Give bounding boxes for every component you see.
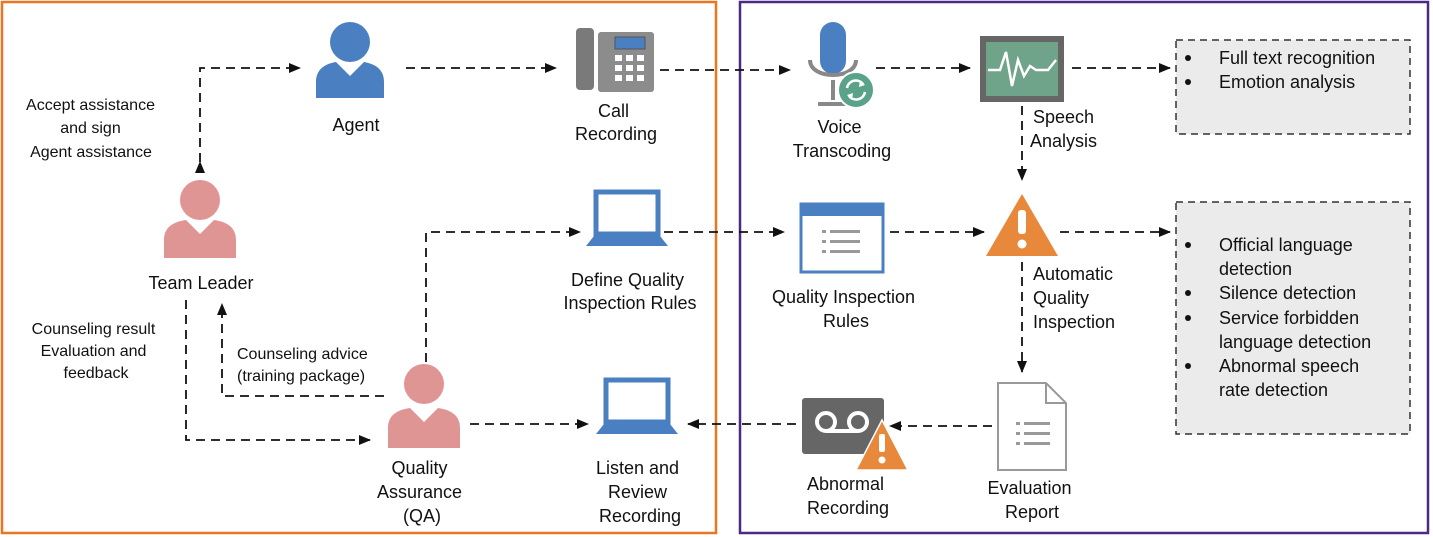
laptop-review-icon xyxy=(596,377,678,434)
detections-list: Official language detection Silence dete… xyxy=(1185,235,1371,400)
list-item: Abnormal speech rate detection xyxy=(1219,356,1364,400)
detections-box xyxy=(1175,201,1411,435)
evaluation-report-label: Evaluation Report xyxy=(987,478,1076,522)
team-leader-label: Team Leader xyxy=(148,273,253,293)
define-rules-label: Define Quality Inspection Rules xyxy=(563,270,696,313)
counseling-result-edge-label: Counseling result Evaluation and feedbac… xyxy=(32,318,161,382)
contact-center-frame xyxy=(0,0,718,535)
edge-qa-leader xyxy=(217,303,384,397)
list-item: Full text recognition xyxy=(1219,48,1375,68)
desk-phone-icon xyxy=(576,28,654,92)
agent-label: Agent xyxy=(332,115,379,135)
report-document-icon xyxy=(997,382,1067,471)
agent-person-icon xyxy=(316,22,384,98)
laptop-icon xyxy=(586,189,668,246)
voicemail-warning-icon xyxy=(802,398,910,471)
rules-label: Quality Inspection Rules xyxy=(772,287,920,331)
microphone-sync-icon xyxy=(808,22,875,109)
counseling-advice-edge-label: Counseling advice (training package) xyxy=(237,343,373,385)
team-leader-person-icon xyxy=(164,180,236,258)
qa-person-icon xyxy=(388,364,460,448)
list-item: Service forbidden language detection xyxy=(1219,308,1371,352)
warning-triangle-icon xyxy=(986,194,1058,256)
edge-leader-qa xyxy=(185,300,371,445)
edge-qa-define xyxy=(425,227,581,362)
analytics-frame xyxy=(738,0,1430,535)
call-recording-label: Call Recording xyxy=(575,101,657,144)
connectors xyxy=(185,63,1171,445)
assistance-edge-label: Accept assistance and sign Agent assista… xyxy=(26,94,160,161)
analysis-outputs-box xyxy=(1175,39,1411,135)
waveform-monitor-icon xyxy=(980,36,1064,102)
edge-leader-agent xyxy=(195,63,301,173)
abnormal-recording-label: Abnormal Recording xyxy=(807,474,889,518)
list-item: Emotion analysis xyxy=(1219,72,1355,92)
speech-analysis-label: Speech Analysis xyxy=(1030,107,1099,151)
list-item: Official language detection xyxy=(1219,235,1358,279)
voice-transcoding-label: Voice Transcoding xyxy=(793,117,891,161)
list-item: Silence detection xyxy=(1219,283,1356,303)
analysis-outputs-list: Full text recognition Emotion analysis xyxy=(1185,48,1375,92)
document-window-icon xyxy=(799,202,885,274)
qa-label: Quality Assurance (QA) xyxy=(377,458,467,526)
auto-qi-label: Automatic Quality Inspection xyxy=(1033,264,1118,332)
listen-review-label: Listen and Review Recording xyxy=(596,458,684,526)
